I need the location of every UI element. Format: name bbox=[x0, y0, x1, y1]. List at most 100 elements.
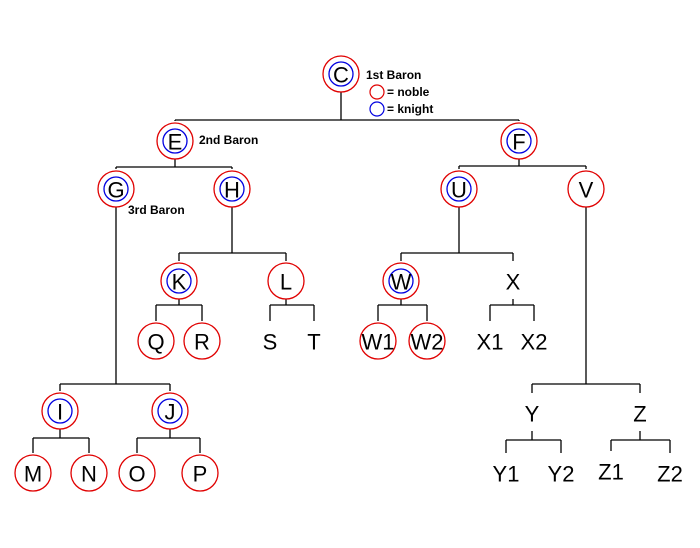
knight-circle bbox=[157, 398, 183, 424]
node-label: S bbox=[263, 330, 278, 355]
noble-circle bbox=[359, 322, 397, 360]
noble-circle bbox=[440, 170, 478, 208]
noble-circle bbox=[118, 454, 156, 492]
knight-circle bbox=[328, 61, 354, 87]
node-label: N bbox=[81, 462, 97, 487]
node-label: Z bbox=[633, 402, 646, 427]
noble-circle bbox=[267, 262, 305, 300]
node-Q: Q bbox=[137, 322, 175, 360]
noble-circle bbox=[500, 122, 538, 160]
knight-circle bbox=[219, 176, 245, 202]
edge-group-Z bbox=[610, 431, 671, 453]
node-X2: X2 bbox=[521, 330, 548, 355]
noble-circle bbox=[151, 392, 189, 430]
noble-circle bbox=[14, 454, 52, 492]
noble-circle bbox=[97, 170, 135, 208]
knight-circle bbox=[103, 176, 129, 202]
node-F: F bbox=[500, 122, 538, 160]
node-label: Y bbox=[525, 402, 540, 427]
edge-group-F bbox=[458, 159, 587, 169]
noble-circle bbox=[156, 122, 194, 160]
edge-group-C bbox=[174, 92, 520, 121]
noble-circle bbox=[213, 170, 251, 208]
node-label: Z2 bbox=[657, 462, 683, 487]
noble-circle bbox=[567, 170, 605, 208]
node-Z: Z bbox=[633, 402, 646, 427]
legend-knight-label: = knight bbox=[387, 102, 433, 116]
node-Z1: Z1 bbox=[598, 460, 624, 485]
node-label: U bbox=[451, 178, 467, 203]
node-M: M bbox=[14, 454, 52, 492]
edge-group-H bbox=[178, 207, 287, 261]
node-label: C bbox=[333, 63, 349, 88]
node-W1: W1 bbox=[359, 322, 397, 360]
node-X: X bbox=[506, 270, 521, 295]
third-baron-annotation: 3rd Baron bbox=[128, 203, 185, 217]
node-label: R bbox=[194, 330, 210, 355]
node-label: W bbox=[391, 270, 412, 295]
edge-group-V bbox=[531, 207, 641, 393]
node-W: W bbox=[382, 262, 420, 300]
tree-edges bbox=[32, 92, 671, 453]
node-label: V bbox=[579, 178, 594, 203]
edge-group-X bbox=[489, 299, 535, 321]
node-Y: Y bbox=[525, 402, 540, 427]
node-label: X2 bbox=[521, 330, 548, 355]
node-P: P bbox=[181, 454, 219, 492]
node-label: L bbox=[280, 270, 292, 295]
node-E: E bbox=[156, 122, 194, 160]
edge-group-Y bbox=[505, 431, 562, 453]
knight-circle bbox=[446, 176, 472, 202]
node-G: G bbox=[97, 170, 135, 208]
knight-circle bbox=[47, 398, 73, 424]
edge-group-K bbox=[155, 299, 203, 321]
node-label: H bbox=[224, 178, 240, 203]
noble-circle bbox=[322, 55, 360, 93]
noble-circle bbox=[382, 262, 420, 300]
noble-circle bbox=[160, 262, 198, 300]
node-label: Q bbox=[147, 330, 164, 355]
node-label: F bbox=[512, 130, 525, 155]
knight-circle bbox=[166, 268, 192, 294]
node-label: Z1 bbox=[598, 460, 624, 485]
node-label: O bbox=[128, 462, 145, 487]
node-X1: X1 bbox=[477, 330, 504, 355]
noble-legend-swatch bbox=[369, 84, 385, 100]
node-S: S bbox=[263, 330, 278, 355]
edge-group-U bbox=[400, 207, 514, 261]
noble-circle bbox=[408, 322, 446, 360]
legend-noble-label: = noble bbox=[387, 85, 430, 99]
node-label: Y2 bbox=[548, 462, 575, 487]
node-Y2: Y2 bbox=[548, 462, 575, 487]
node-Z2: Z2 bbox=[657, 462, 683, 487]
noble-circle bbox=[41, 392, 79, 430]
node-J: J bbox=[151, 392, 189, 430]
noble-circle bbox=[181, 454, 219, 492]
node-N: N bbox=[70, 454, 108, 492]
node-label: Y1 bbox=[493, 462, 520, 487]
edge-group-W bbox=[377, 299, 428, 321]
node-label: M bbox=[24, 462, 42, 487]
edge-group-G bbox=[59, 207, 171, 391]
node-label: I bbox=[57, 400, 63, 425]
node-label: W1 bbox=[362, 330, 395, 355]
node-label: T bbox=[307, 330, 320, 355]
node-U: U bbox=[440, 170, 478, 208]
knight-circle bbox=[388, 268, 414, 294]
node-label: P bbox=[193, 462, 208, 487]
edge-group-E bbox=[115, 159, 233, 169]
edge-group-J bbox=[136, 429, 201, 453]
node-label: W2 bbox=[411, 330, 444, 355]
knight-circle bbox=[506, 128, 532, 154]
node-T: T bbox=[307, 330, 320, 355]
first-baron-annotation: 1st Baron bbox=[366, 68, 421, 82]
node-Y1: Y1 bbox=[493, 462, 520, 487]
node-L: L bbox=[267, 262, 305, 300]
node-H: H bbox=[213, 170, 251, 208]
tree-nodes: C E F G H U V K L W X Q R S T W1 W2 X1 X2I J M N O P Y Z Y1 Y2 Z1 Z2 bbox=[14, 55, 683, 492]
node-label: E bbox=[168, 130, 183, 155]
noble-circle bbox=[70, 454, 108, 492]
noble-circle bbox=[137, 322, 175, 360]
node-label: K bbox=[172, 270, 187, 295]
